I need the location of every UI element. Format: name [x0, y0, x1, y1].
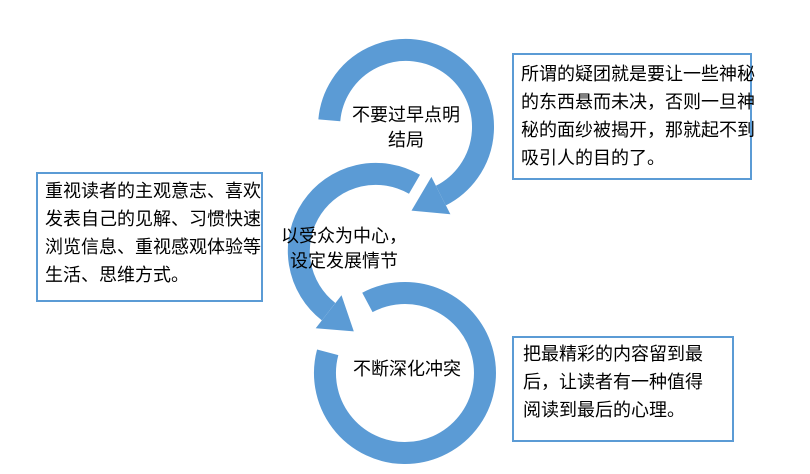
- callout-box-reader-mindset: 重视读者的主观意志、喜欢发表自己的见解、习惯快速浏览信息、重视感观体验等生活、思…: [36, 172, 263, 302]
- middle-ring-arrowhead-icon: [315, 295, 354, 332]
- callout-box-save-best-for-last: 把最精彩的内容留到最后，让读者有一种值得阅读到最后的心理。: [512, 336, 734, 442]
- step-label-dont-reveal-ending: 不要过早点明结局: [352, 105, 460, 150]
- middle-ring-arc: [287, 162, 421, 321]
- top-ring-arc: [318, 38, 494, 206]
- step-label-deepen-conflict: 不断深化冲突: [353, 359, 461, 379]
- callout-box-suspense: 所谓的疑团就是要让一些神秘的东西悬而未决，否则一旦神秘的面纱被揭开，那就起不到吸…: [512, 53, 755, 180]
- step-label-audience-centered: 以受众为中心，设定发展情节: [281, 226, 407, 271]
- bottom-ring-arc: [313, 282, 496, 465]
- top-ring-arrowhead-icon: [411, 176, 451, 215]
